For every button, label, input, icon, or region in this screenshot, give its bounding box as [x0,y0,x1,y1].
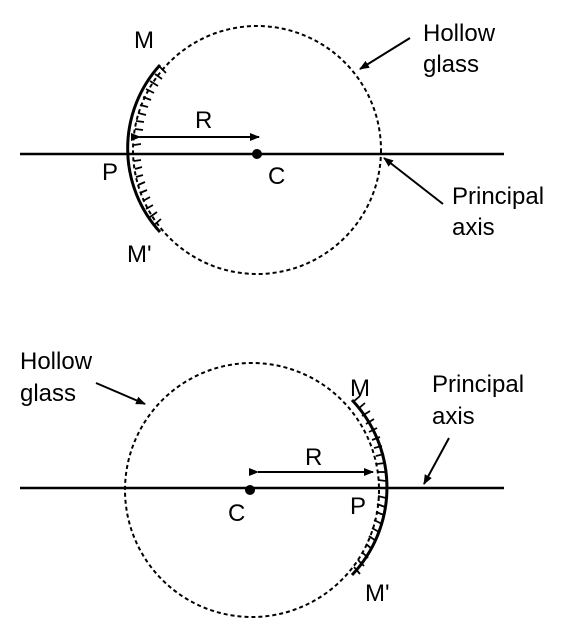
principal-axis-label-line2: axis [452,214,495,241]
mirror-bottom-label: M' [365,580,390,607]
hollow-glass-label-line1: Hollow [423,20,496,47]
hollow-glass-label-line2: glass [423,51,479,78]
mirror-arc [126,63,162,234]
principal-axis-pointer [423,437,450,485]
hollow-glass-sphere [132,25,382,275]
mirror-hatching [352,395,387,575]
figure-convex: M M' P C R Hollow glass Principal axis [20,20,544,275]
center-point [245,485,255,495]
figure-concave: M M' P C R Hollow glass Principal axis [20,348,524,618]
mirror-bottom-label: M' [127,241,152,268]
mirror-arc [350,398,389,577]
principal-axis-label-line1: Principal [452,183,544,210]
pole-label: P [102,159,118,186]
hollow-glass-label-line2: glass [20,380,76,407]
center-point [252,149,262,159]
hollow-glass-pointer [95,382,146,405]
hollow-glass-pointer [359,37,411,70]
principal-axis-label-line2: axis [432,403,475,430]
center-label: C [268,163,285,190]
radius-label: R [195,107,212,134]
radius-label: R [305,444,322,471]
mirror-top-label: M [134,27,154,54]
principal-axis-pointer [383,157,444,205]
hollow-glass-label-line1: Hollow [20,348,93,375]
pole-label: P [350,493,366,520]
principal-axis-label-line1: Principal [432,371,524,398]
mirror-top-label: M [350,375,370,402]
center-label: C [228,500,245,527]
hollow-glass-sphere [124,362,380,618]
